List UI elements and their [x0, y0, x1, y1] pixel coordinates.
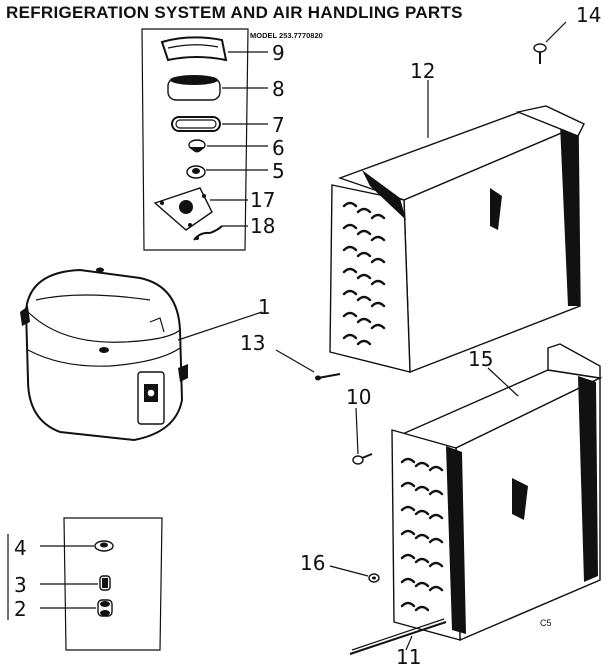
inset-box-outline: [141, 28, 249, 251]
part-18-clip: [193, 225, 248, 241]
part-10-screw: 10: [346, 385, 373, 465]
callout-10: 10: [346, 385, 371, 409]
callout-13: 13: [240, 331, 265, 355]
callout-17: 17: [250, 188, 275, 212]
part-13-screw: 13: [240, 331, 341, 381]
part-16-clip: 16: [300, 551, 380, 583]
part-2-valve: [40, 599, 113, 617]
evaporator-coil-loops: [400, 457, 444, 612]
callout-1: 1: [258, 295, 271, 319]
callout-16: 16: [300, 551, 325, 575]
mounting-parts-inset: MODEL 253.7770820: [141, 28, 323, 251]
valve-parts-inset: 4 3 2: [7, 517, 163, 651]
part-1-compressor: 1: [20, 267, 271, 442]
callout-3: 3: [14, 573, 27, 597]
callout-18: 18: [250, 214, 275, 238]
callout-6: 6: [272, 136, 285, 160]
part-17-plate: [153, 187, 248, 231]
part-6-grommet: [188, 139, 268, 153]
part-14-screw: 14: [533, 3, 601, 64]
callout-4: 4: [14, 536, 27, 560]
part-9-cover: [160, 36, 268, 62]
part-15-evaporator: 15: [391, 343, 603, 642]
inset-box-outline-2: [63, 517, 163, 651]
part-4-washer: [40, 540, 114, 552]
diagram-title: REFRIGERATION SYSTEM AND AIR HANDLING PA…: [6, 3, 463, 22]
part-12-condenser: 12: [329, 59, 585, 374]
part-11-rod: 11: [349, 618, 447, 668]
page-code: C5: [540, 618, 552, 628]
callout-12: 12: [410, 59, 435, 83]
callout-2: 2: [14, 597, 27, 621]
callout-8: 8: [272, 77, 285, 101]
callout-7: 7: [272, 113, 285, 137]
part-7-gasket: [171, 116, 268, 132]
part-5-mount: [186, 165, 268, 179]
part-8-relay: [167, 75, 268, 101]
part-3-sleeve: [40, 575, 111, 591]
callout-15: 15: [468, 347, 493, 371]
callout-9: 9: [272, 41, 285, 65]
model-number: MODEL 253.7770820: [250, 31, 323, 40]
callout-14: 14: [576, 3, 601, 27]
callout-11: 11: [396, 645, 421, 668]
callout-5: 5: [272, 159, 285, 183]
condenser-coil-loops: [342, 201, 386, 346]
